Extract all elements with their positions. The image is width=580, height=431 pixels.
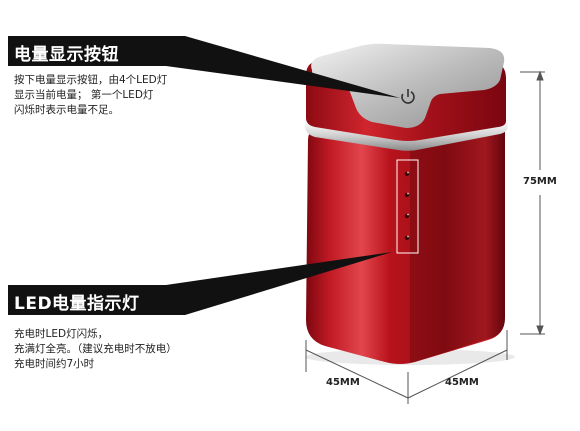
- desc-line: 按下电量显示按钮，由4个LED灯: [14, 74, 168, 86]
- led-indicator-callout-title: LED电量指示灯: [14, 294, 140, 314]
- desc-line: 显示当前电量； 第一个LED灯: [14, 89, 154, 101]
- callout-banner-led: [8, 252, 392, 315]
- desc-line: 闪烁时表示电量不足。: [14, 104, 119, 116]
- height-dimension-line: [520, 70, 545, 336]
- device-top-lid: [311, 43, 505, 128]
- desc-line: 充电时LED灯闪烁，: [14, 328, 109, 340]
- width-dimension-lines: [305, 330, 508, 404]
- device-body: [306, 124, 505, 364]
- body-side-shade: [410, 132, 505, 362]
- power-button-callout-title: 电量显示按钮: [14, 45, 119, 65]
- desc-line: 充电时间约7小时: [14, 358, 95, 370]
- height-dimension-label: 75MM: [523, 176, 557, 187]
- width-right-dimension-label: 45MM: [445, 377, 479, 388]
- led-highlight-box: [396, 159, 419, 254]
- callout-banner-power: [8, 36, 400, 98]
- power-icon: [401, 89, 415, 104]
- led-dot-icon: [404, 171, 410, 241]
- power-button-callout-desc: 按下电量显示按钮，由4个LED灯 显示当前电量； 第一个LED灯 闪烁时表示电量…: [14, 73, 167, 118]
- led-indicator-callout-desc: 充电时LED灯闪烁， 充满灯全亮。（建议充电时不放电） 充电时间约7小时: [14, 327, 177, 372]
- width-left-dimension-label: 45MM: [326, 377, 360, 388]
- desc-line: 充满灯全亮。（建议充电时不放电）: [14, 343, 177, 355]
